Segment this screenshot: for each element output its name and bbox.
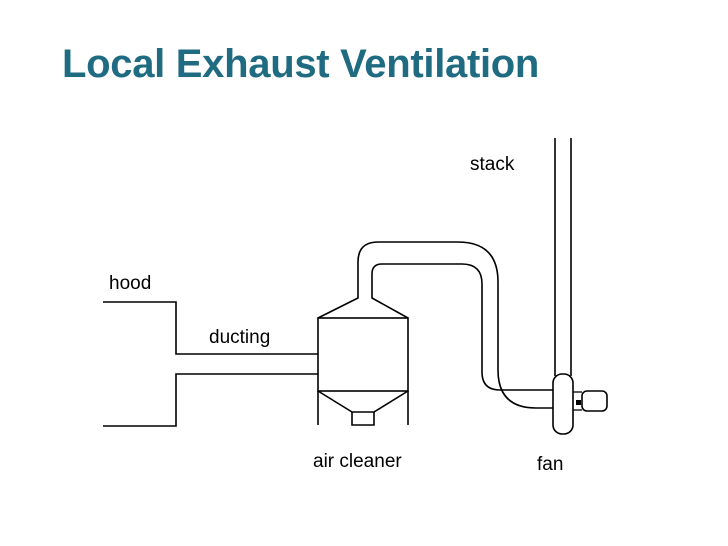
label-fan: fan xyxy=(537,454,563,475)
fan-housing xyxy=(552,373,574,435)
duct-bottom-wall xyxy=(103,373,318,427)
label-ducting: ducting xyxy=(209,327,270,348)
fan-unit xyxy=(552,373,608,435)
label-stack: stack xyxy=(470,154,515,175)
air-cleaner-unit xyxy=(317,284,409,426)
cleaner-body xyxy=(317,317,409,392)
cleaner-outlet xyxy=(351,412,375,426)
hood-and-ducting xyxy=(103,301,318,427)
connecting-duct xyxy=(357,241,553,409)
duct-top-wall xyxy=(103,301,318,355)
fan-motor xyxy=(581,390,608,412)
cleaner-top-left xyxy=(317,284,359,319)
cleaner-top-right xyxy=(371,284,409,319)
label-hood: hood xyxy=(109,273,151,294)
label-air-cleaner: air cleaner xyxy=(313,451,402,472)
stack xyxy=(554,138,572,376)
fan-shaft xyxy=(576,400,581,405)
cleaner-hopper xyxy=(317,390,409,413)
slide-title: Local Exhaust Ventilation xyxy=(62,42,540,86)
